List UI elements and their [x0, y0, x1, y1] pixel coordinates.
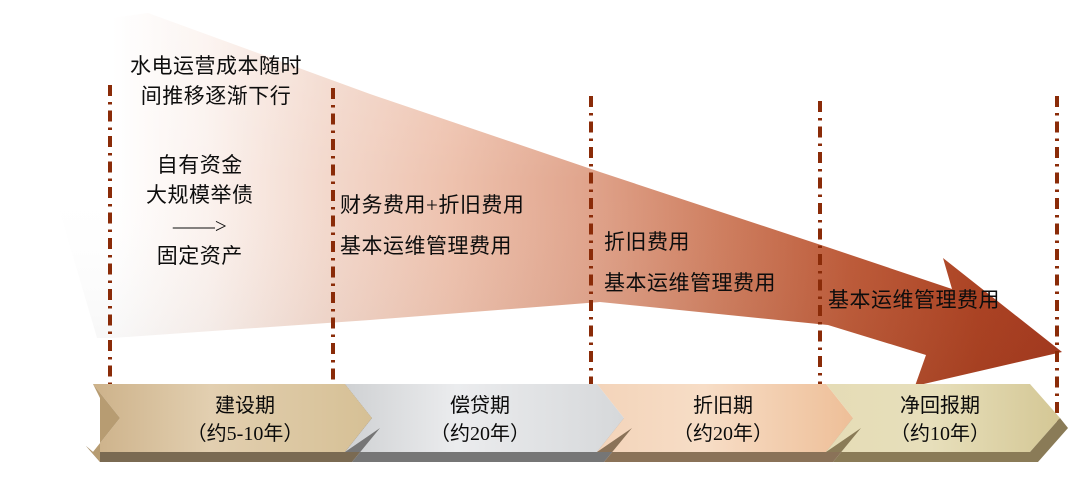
- timeline-label-net-return-duration: （约10年）: [890, 423, 990, 446]
- timeline-label-repayment: 偿贷期 （约20年）: [360, 392, 600, 449]
- timeline-label-construction: 建设期 （约5-10年）: [120, 392, 370, 449]
- timeline-label-repayment-name: 偿贷期: [450, 395, 510, 417]
- phase-4-notes: 基本运维管理费用: [828, 286, 1000, 316]
- phase-1-notes: 自有资金 大规模举债 ——> 固定资产: [146, 150, 254, 272]
- headline-note: 水电运营成本随时 间推移逐渐下行: [130, 52, 302, 112]
- timeline-label-net-return: 净回报期 （约10年）: [840, 392, 1040, 449]
- phase-1-note-1: 自有资金: [156, 153, 243, 177]
- phase-1-note-4: 固定资产: [156, 244, 243, 269]
- timeline-segment-depreciation[interactable]: [597, 384, 861, 462]
- timeline-segment-construction[interactable]: [86, 384, 380, 462]
- timeline-segment-repayment[interactable]: [345, 384, 632, 462]
- headline-line-2: 间推移逐渐下行: [140, 83, 292, 108]
- timeline-label-construction-duration: （约5-10年）: [186, 423, 304, 446]
- phase-4-note-1: 基本运维管理费用: [828, 288, 1000, 312]
- timeline-label-construction-name: 建设期: [215, 395, 275, 417]
- timeline-label-net-return-name: 净回报期: [900, 395, 980, 417]
- timeline-label-depreciation: 折旧期 （约20年）: [612, 392, 834, 449]
- phase-2-note-1: 财务费用+折旧费用: [340, 193, 525, 217]
- phase-1-note-3: ——>: [172, 213, 227, 238]
- headline-line-1: 水电运营成本随时: [130, 54, 302, 78]
- phase-3-note-1: 折旧费用: [604, 230, 690, 254]
- timeline-label-repayment-duration: （约20年）: [430, 423, 530, 446]
- phase-3-note-2: 基本运维管理费用: [604, 270, 776, 295]
- timeline-label-depreciation-duration: （约20年）: [673, 423, 773, 446]
- phase-2-note-2: 基本运维管理费用: [340, 233, 512, 258]
- phase-3-notes: 折旧费用 基本运维管理费用: [604, 222, 776, 304]
- phase-1-note-2: 大规模举债: [146, 183, 254, 208]
- timeline-segment-net-return[interactable]: [826, 384, 1068, 462]
- phase-2-notes: 财务费用+折旧费用 基本运维管理费用: [340, 185, 524, 267]
- timeline-label-depreciation-name: 折旧期: [693, 395, 753, 417]
